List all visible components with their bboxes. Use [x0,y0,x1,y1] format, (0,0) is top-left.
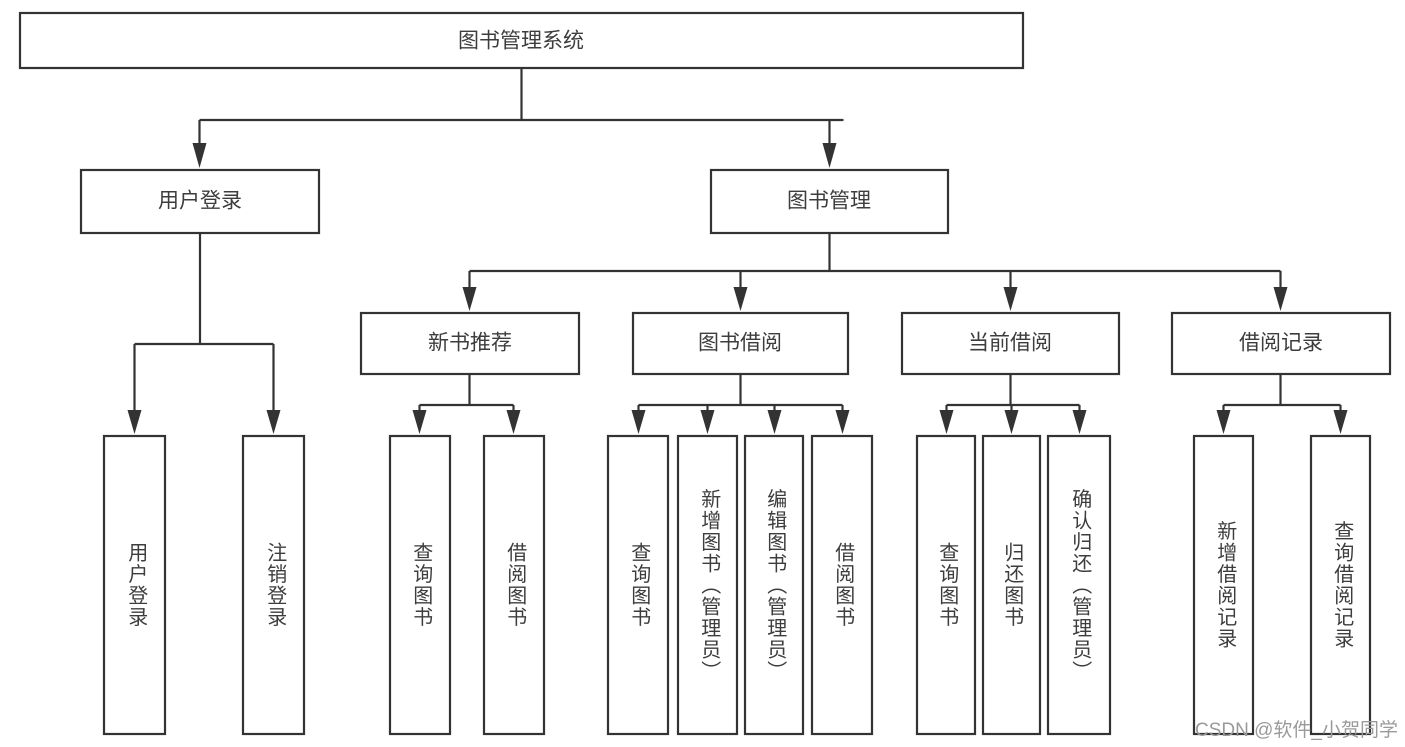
connector-group-borrow-record [1216,374,1348,434]
leaf-box-edit-book-admin[interactable] [743,434,805,736]
leaf-add-borrow-record[interactable]: 新增借阅记录 [1192,434,1255,736]
arrow-head-book-mgmt [822,143,837,168]
arrow-head-borrow-book-2 [835,410,850,434]
arrow-head-current-borrow [1003,287,1018,311]
leaf-label-query-book-recommend: 查询图书 [410,542,433,628]
leaf-confirm-return-admin[interactable]: 确认归还（管理员） [1046,434,1112,736]
node-label-book-management: 图书管理 [787,190,871,213]
leaf-label-edit-book-admin: 编辑图书（管理员） [764,488,787,682]
leaf-box-add-borrow-record[interactable] [1192,434,1255,736]
connector-group-user-login [127,233,281,434]
leaf-add-book-admin[interactable]: 新增图书（管理员） [676,434,739,736]
leaf-box-return-book[interactable] [981,434,1042,736]
arrow-head-return-book [1004,410,1019,434]
leaf-box-query-book-borrow[interactable] [606,434,670,736]
leaf-label-borrow-book-recommend: 借阅图书 [504,542,527,628]
leaf-label-query-book-current: 查询图书 [936,542,959,628]
arrow-head-borrow-record [1273,287,1288,311]
leaf-box-query-book-recommend[interactable] [388,434,452,736]
arrow-head-query-book-1 [412,410,427,434]
arrow-head-leaf-user-login [127,410,142,434]
leaf-label-user-login: 用户登录 [125,542,148,628]
node-new-book-recommend[interactable]: 新书推荐 [359,311,581,376]
leaf-query-book-recommend[interactable]: 查询图书 [388,434,452,736]
leaf-label-add-book-admin: 新增图书（管理员） [698,488,721,682]
node-label-root: 图书管理系统 [458,30,584,53]
node-label-user-login: 用户登录 [158,190,242,213]
arrow-head-borrow-book-1 [506,410,521,434]
csdn-watermark: CSDN @软件_小贺同学 [1195,719,1398,741]
leaf-label-confirm-return-admin: 确认归还（管理员） [1069,488,1092,682]
node-book-management[interactable]: 图书管理 [709,168,950,235]
node-box-current-borrow[interactable] [900,311,1121,376]
leaf-label-logout: 注销登录 [264,542,287,628]
node-box-user-login[interactable] [79,168,321,235]
leaf-box-query-book-current[interactable] [915,434,977,736]
node-book-borrow[interactable]: 图书借阅 [631,311,850,376]
leaf-label-return-book: 归还图书 [1001,542,1024,628]
connector-group-new-book-rec [412,374,521,434]
connector-group-book-borrow [631,374,850,434]
arrow-head-confirm-return [1072,410,1087,434]
arrow-head-query-book-2 [631,410,646,434]
arrow-head-edit-book [767,410,782,434]
arrow-head-book-borrow [733,287,748,311]
leaf-logout[interactable]: 注销登录 [241,434,306,736]
arrow-head-query-book-3 [939,410,954,434]
leaf-query-book-borrow[interactable]: 查询图书 [606,434,670,736]
node-box-new-book-recommend[interactable] [359,311,581,376]
node-box-root[interactable] [18,11,1025,70]
node-box-book-borrow[interactable] [631,311,850,376]
arrow-head-add-record [1216,410,1231,434]
leaf-box-confirm-return-admin[interactable] [1046,434,1112,736]
connector-group-current-borrow [939,374,1087,434]
leaf-box-add-book-admin[interactable] [676,434,739,736]
connector-group-book-mgmt [462,233,1288,311]
connector-group-root [192,68,844,168]
leaf-box-user-login[interactable] [102,434,167,736]
leaf-query-book-current[interactable]: 查询图书 [915,434,977,736]
arrow-head-new-book-rec [462,287,477,311]
node-user-login[interactable]: 用户登录 [79,168,321,235]
arrow-head-add-book [700,410,715,434]
node-label-new-book-recommend: 新书推荐 [428,332,512,355]
arrow-head-user-login [192,143,207,168]
node-borrow-record[interactable]: 借阅记录 [1170,311,1392,376]
leaf-query-borrow-record[interactable]: 查询借阅记录 [1309,434,1372,736]
node-current-borrow[interactable]: 当前借阅 [900,311,1121,376]
leaf-box-borrow-book[interactable] [810,434,874,736]
arrow-head-leaf-logout [266,410,281,434]
node-label-book-borrow: 图书借阅 [698,332,782,355]
node-root-system[interactable]: 图书管理系统 [18,11,1025,70]
leaf-label-borrow-book: 借阅图书 [832,542,855,628]
leaf-label-add-borrow-record: 新增借阅记录 [1214,520,1237,649]
leaf-box-logout[interactable] [241,434,306,736]
leaf-label-query-book-borrow: 查询图书 [628,542,651,628]
node-box-borrow-record[interactable] [1170,311,1392,376]
leaf-return-book[interactable]: 归还图书 [981,434,1042,736]
node-label-borrow-record: 借阅记录 [1239,332,1323,355]
leaf-borrow-book[interactable]: 借阅图书 [810,434,874,736]
leaf-borrow-book-recommend[interactable]: 借阅图书 [482,434,546,736]
leaf-box-borrow-book-recommend[interactable] [482,434,546,736]
node-box-book-management[interactable] [709,168,950,235]
leaf-user-login[interactable]: 用户登录 [102,434,167,736]
leaf-edit-book-admin[interactable]: 编辑图书（管理员） [743,434,805,736]
leaf-label-query-borrow-record: 查询借阅记录 [1331,520,1354,649]
leaf-box-query-borrow-record[interactable] [1309,434,1372,736]
node-label-current-borrow: 当前借阅 [968,332,1052,355]
arrow-head-query-record [1333,410,1348,434]
